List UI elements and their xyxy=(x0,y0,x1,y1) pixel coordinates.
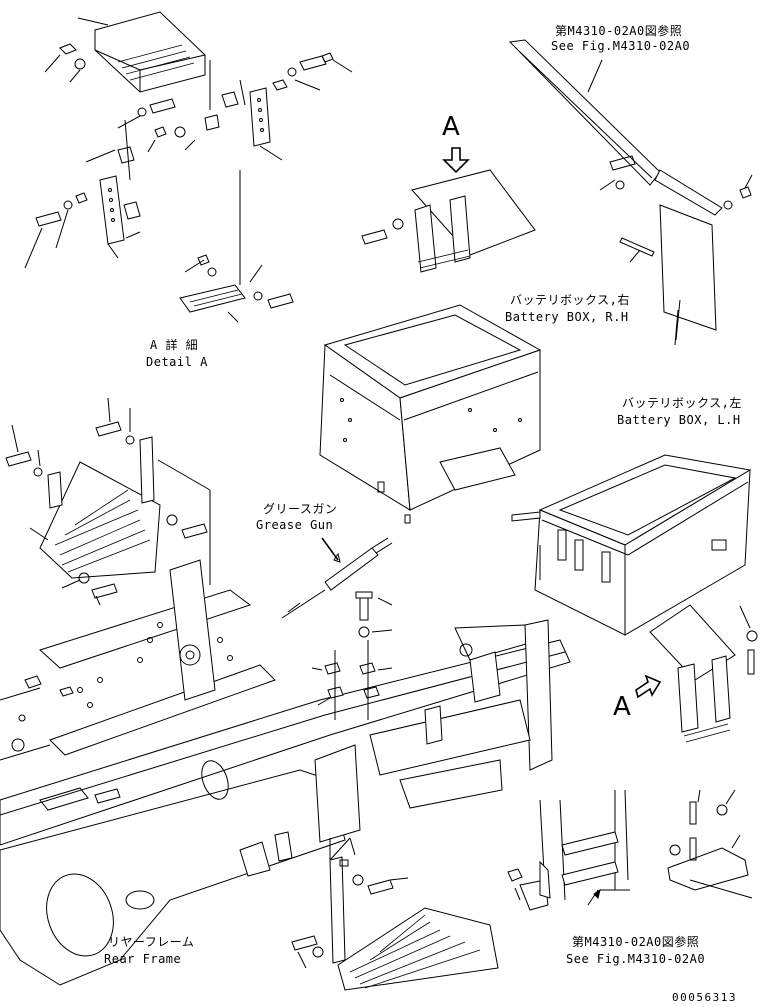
rear-frame-en: Rear Frame xyxy=(104,952,182,966)
ref-bottom-ja: 第M4310-02A0図参照 xyxy=(572,935,700,949)
detail-a-assembly xyxy=(24,11,353,323)
grease-gun-en: Grease Gun xyxy=(256,518,334,532)
battery-lh-en: Battery BOX, L.H xyxy=(617,413,741,427)
detail-a-ja: A 詳 細 xyxy=(150,338,199,352)
battery-box-lh xyxy=(511,454,752,636)
battery-box-rh xyxy=(319,304,542,524)
battery-rh-en: Battery BOX, R.H xyxy=(505,310,629,324)
frame-mount-bolts xyxy=(311,591,393,720)
view-a-top-label: A xyxy=(442,112,460,142)
detail-a-en: Detail A xyxy=(146,355,208,369)
leader-lines xyxy=(539,299,681,580)
ref-top-en: See Fig.M4310-02A0 xyxy=(551,39,691,53)
ref-top-ja: 第M4310-02A0図参照 xyxy=(555,24,683,38)
rear-frame-ja: リヤーフレーム xyxy=(108,935,195,949)
rear-frame xyxy=(0,559,571,986)
grease-gun-ja: グリースガン xyxy=(263,502,338,516)
battery-lh-ja: バッテリボックス,左 xyxy=(622,396,742,410)
drawing-number: 00056313 xyxy=(672,991,737,1004)
ref-bottom-en: See Fig.M4310-02A0 xyxy=(566,952,706,966)
bottom-right-ladder xyxy=(507,789,753,911)
grease-gun xyxy=(281,537,393,619)
left-step xyxy=(5,397,211,606)
view-a-step-top xyxy=(361,147,536,273)
bottom-step xyxy=(291,837,499,991)
battery-rh-ja: バッテリボックス,右 xyxy=(510,293,630,307)
view-a-side-label: A xyxy=(613,692,631,722)
top-right-guard xyxy=(508,39,753,346)
view-a-step-side xyxy=(635,604,758,743)
